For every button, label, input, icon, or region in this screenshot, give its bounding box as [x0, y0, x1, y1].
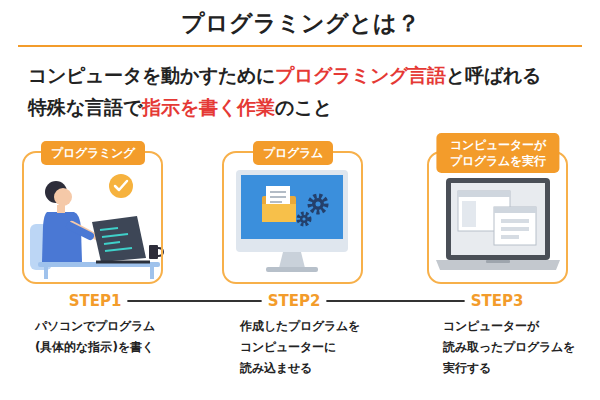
- panel-heading: コンピューターが プログラムを実行: [436, 133, 559, 173]
- programmer-illustration: [42, 212, 82, 262]
- monitor-illustration: [266, 267, 318, 272]
- programmer-illustration: [115, 181, 127, 190]
- laptop-illustration: [501, 235, 519, 239]
- panel-heading: プログラム: [253, 141, 333, 165]
- laptop-illustration: [462, 201, 476, 227]
- monitor-illustration: [262, 204, 296, 222]
- monitor-illustration: [241, 175, 343, 239]
- programmer-illustration: [105, 248, 132, 251]
- programmer-illustration: [57, 205, 65, 213]
- programmer-illustration: [102, 234, 128, 237]
- title-underline: [18, 45, 582, 47]
- step-panel: プログラム: [222, 151, 363, 284]
- monitor-illustration: [236, 170, 348, 252]
- laptop-illustration: [458, 191, 510, 197]
- monitor-illustration: [302, 217, 305, 220]
- lead-line: コンピュータを動かすためにプログラミング言語と呼ばれる: [28, 62, 541, 88]
- monitor-illustration: [299, 214, 310, 225]
- step-description: 作成したプログラムを コンピューターに 読み込ませる: [240, 316, 374, 379]
- laptop-illustration: [486, 260, 510, 263]
- step-number: STEP3: [471, 292, 524, 310]
- step-number: STEP2: [268, 292, 321, 310]
- laptop-illustration: [451, 183, 545, 255]
- laptop-illustration: [501, 219, 529, 223]
- lead-text: プログラミング言語: [275, 64, 446, 86]
- step-number: STEP1: [69, 292, 122, 310]
- monitor-illustration: [279, 252, 305, 268]
- monitor-illustration: [270, 201, 282, 203]
- programmer-illustration: [92, 216, 146, 262]
- programmer-illustration: [38, 262, 160, 267]
- programmer-illustration: [104, 242, 120, 244]
- monitor-illustration: [270, 196, 286, 198]
- step-line: [127, 300, 261, 302]
- laptop-illustration: [501, 227, 529, 231]
- monitor-illustration: [236, 170, 348, 272]
- laptop-illustration: [494, 207, 536, 213]
- page-title: プログラミングとは？: [0, 8, 600, 38]
- step-description: コンピューターが 読み取ったプログラムを 実行する: [443, 316, 577, 379]
- programmer-illustration: [150, 267, 154, 279]
- lead-text: のこと: [275, 96, 332, 118]
- programmer-illustration: [54, 188, 72, 206]
- monitor-illustration: [316, 202, 321, 207]
- panel-heading: プログラミング: [41, 141, 145, 165]
- programmer-illustration: [109, 174, 133, 198]
- step-panel: コンピューターが プログラムを実行: [427, 151, 568, 284]
- monitor-illustration: [312, 198, 324, 210]
- programmer-illustration: [30, 174, 163, 279]
- laptop-illustration: [494, 207, 536, 245]
- programmer-illustration: [70, 226, 90, 236]
- lead-text: 指示を書く作業: [142, 96, 275, 118]
- programmer-illustration: [149, 245, 158, 259]
- lead-line: 特殊な言語で指示を書く作業のこと: [28, 94, 332, 120]
- monitor-illustration: [300, 215, 308, 223]
- lead-text: と呼ばれる: [446, 64, 541, 86]
- lead-text: コンピュータを動かすために: [28, 64, 275, 86]
- lead-text: 特殊な言語で: [28, 96, 142, 118]
- laptop-illustration: [436, 178, 560, 270]
- monitor-illustration: [310, 196, 326, 212]
- programmer-illustration: [44, 267, 48, 279]
- programmer-illustration: [100, 228, 118, 230]
- laptop-illustration: [446, 178, 550, 260]
- step-panel: プログラミング: [22, 151, 163, 284]
- laptop-illustration: [436, 260, 560, 270]
- step-description: パソコンでプログラム (具体的な指示)を書く: [35, 316, 169, 358]
- step-line: [326, 300, 464, 302]
- monitor-illustration: [270, 191, 286, 193]
- programmer-illustration: [96, 261, 150, 264]
